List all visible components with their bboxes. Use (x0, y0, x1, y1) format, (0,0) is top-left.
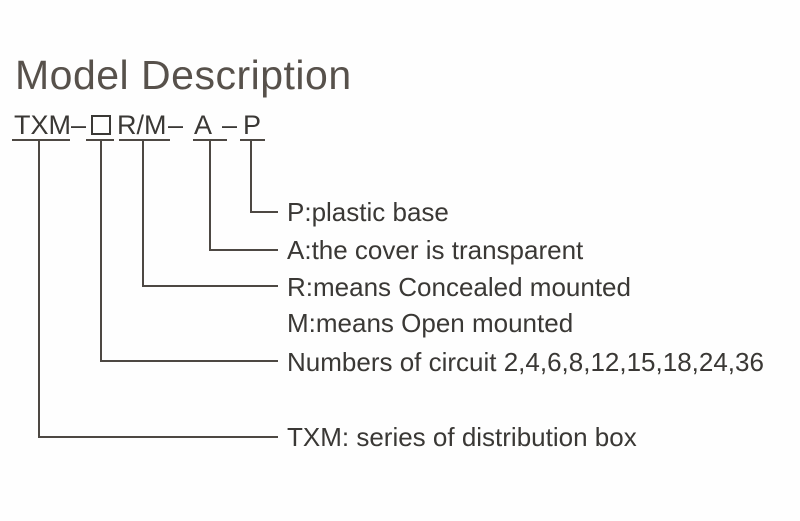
connector-series (38, 140, 278, 438)
underline-series (12, 139, 70, 141)
code-segment-mount: R/M (117, 110, 167, 140)
connector-mount (142, 140, 278, 287)
page-title: Model Description (15, 52, 352, 99)
underline-mount (119, 139, 170, 141)
connector-circuit-box (100, 140, 278, 362)
code-segment-cover: A (194, 110, 213, 140)
legend-label-series: TXM: series of distribution box (287, 422, 637, 452)
legend-label-circuit-numbers: Numbers of circuit 2,4,6,8,12,15,18,24,3… (287, 347, 764, 377)
legend-label-cover-transparent: A:the cover is transparent (287, 235, 584, 265)
circuit-number-placeholder-icon (91, 115, 111, 135)
code-separator-2: – (222, 110, 238, 140)
legend-label-plastic-base: P:plastic base (287, 197, 449, 227)
connector-cover (209, 140, 278, 251)
legend-label-open-mounted: M:means Open mounted (287, 308, 574, 338)
underline-base (240, 139, 265, 141)
code-separator-1: – (168, 110, 184, 140)
legend-label-concealed-mounted: R:means Concealed mounted (287, 272, 631, 302)
connector-base (250, 140, 278, 213)
code-segment-series: TXM– (14, 110, 87, 140)
code-segment-base: P (243, 110, 262, 140)
